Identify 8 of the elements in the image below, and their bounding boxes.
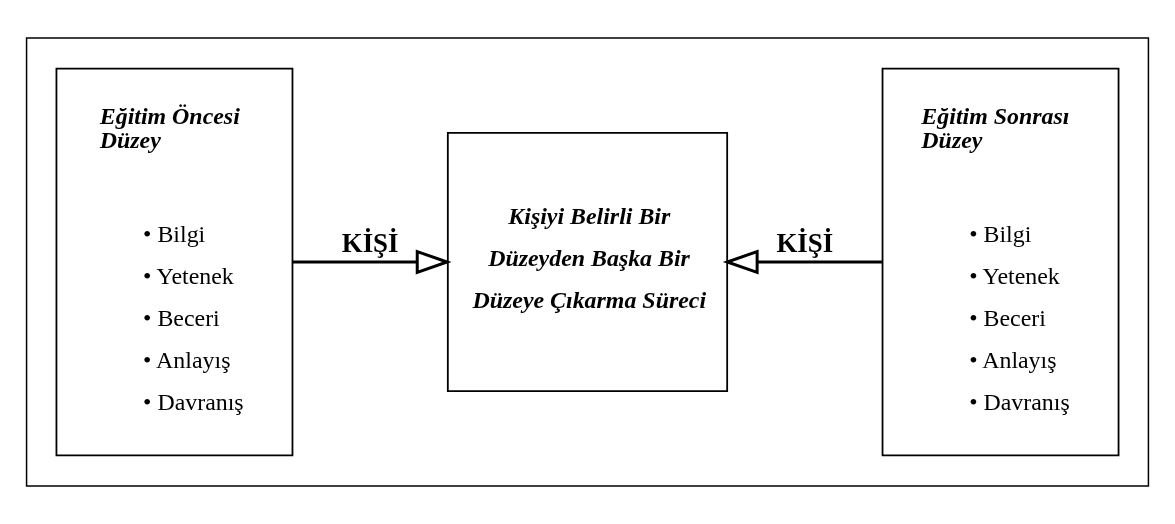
edge-label: KİŞİ [776, 228, 834, 259]
node-box: Kişiyi Belirli Bir Düzeyden Başka Bir Düzeye Çıkarma Süreci [446, 131, 729, 393]
cluster [25, 37, 1150, 487]
node-box: Eğitim Sonrası Düzey • Bilgi • Yetenek • Beceri • Anlayış • Davranış [881, 67, 1120, 457]
node-box: Eğitim Öncesi Düzey • Bilgi • Yetenek • Beceri • Anlayış • Davranış [55, 67, 294, 457]
edge-label: KİŞİ [341, 228, 399, 259]
arrow [722, 249, 882, 275]
arrow [292, 249, 452, 275]
